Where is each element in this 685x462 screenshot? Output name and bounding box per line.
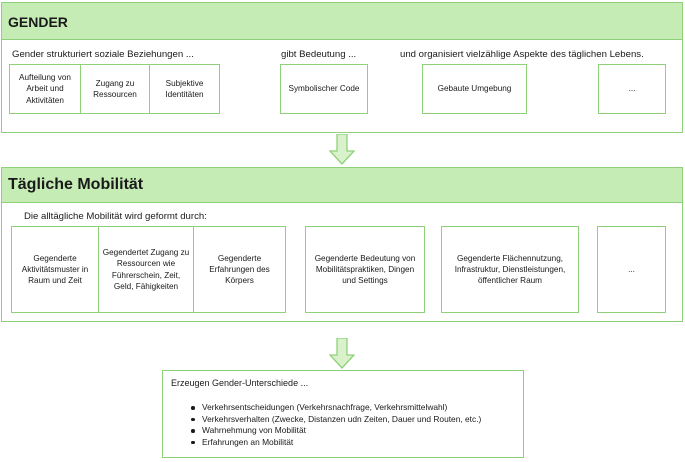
- mobility-box-activity-patterns: Gegenderte Aktivitätsmuster in Raum und …: [11, 226, 99, 313]
- mobility-box-meaning-of-practices: Gegenderte Bedeutung von Mobilitätsprakt…: [305, 226, 425, 313]
- list-item: Wahrnehmung von Mobilität: [187, 425, 481, 437]
- gender-box-more: ...: [598, 64, 666, 114]
- down-arrow-icon: [329, 134, 355, 165]
- gender-box-symbolic-code: Symbolischer Code: [280, 64, 368, 114]
- down-arrow-icon: [329, 338, 355, 369]
- mobility-header: Tägliche Mobilität: [2, 168, 682, 203]
- gender-box-built-environment: Gebaute Umgebung: [422, 64, 527, 114]
- mobility-intro: Die alltägliche Mobilität wird geformt d…: [24, 211, 207, 222]
- gender-header: GENDER: [2, 3, 682, 40]
- gender-title: GENDER: [8, 14, 68, 30]
- gender-panel: GENDER Gender strukturiert soziale Bezie…: [1, 2, 683, 133]
- mobility-panel: Tägliche Mobilität Die alltägliche Mobil…: [1, 167, 683, 322]
- list-item: Verkehrsverhalten (Zwecke, Distanzen udn…: [187, 414, 481, 426]
- gender-box-access-to-resources: Zugang zu Ressourcen: [80, 64, 150, 114]
- result-box: Erzeugen Gender-Unterschiede ... Verkehr…: [162, 370, 524, 458]
- mobility-box-body-experiences: Gegenderte Erfahrungen des Körpers: [193, 226, 286, 313]
- result-title: Erzeugen Gender-Unterschiede ...: [171, 378, 309, 388]
- gender-intro-left: Gender strukturiert soziale Beziehungen …: [12, 49, 194, 60]
- result-list: Verkehrsentscheidungen (Verkehrsnachfrag…: [187, 402, 481, 448]
- list-item: Erfahrungen an Mobilität: [187, 437, 481, 449]
- gender-box-subjective-identities: Subjektive Identitäten: [149, 64, 220, 114]
- mobility-box-more: ...: [597, 226, 666, 313]
- gender-intro-mid: gibt Bedeutung ...: [281, 49, 357, 60]
- mobility-box-land-use-infrastructure: Gegenderte Flächennutzung, Infrastruktur…: [441, 226, 579, 313]
- gender-box-division-of-labour: Aufteilung von Arbeit und Aktivitäten: [9, 64, 81, 114]
- mobility-title: Tägliche Mobilität: [8, 176, 144, 193]
- list-item: Verkehrsentscheidungen (Verkehrsnachfrag…: [187, 402, 481, 414]
- mobility-box-access-to-resources: Gegendertet Zugang zu Ressourcen wie Füh…: [98, 226, 194, 313]
- gender-intro-right: und organisiert vielzählige Aspekte des …: [400, 49, 644, 60]
